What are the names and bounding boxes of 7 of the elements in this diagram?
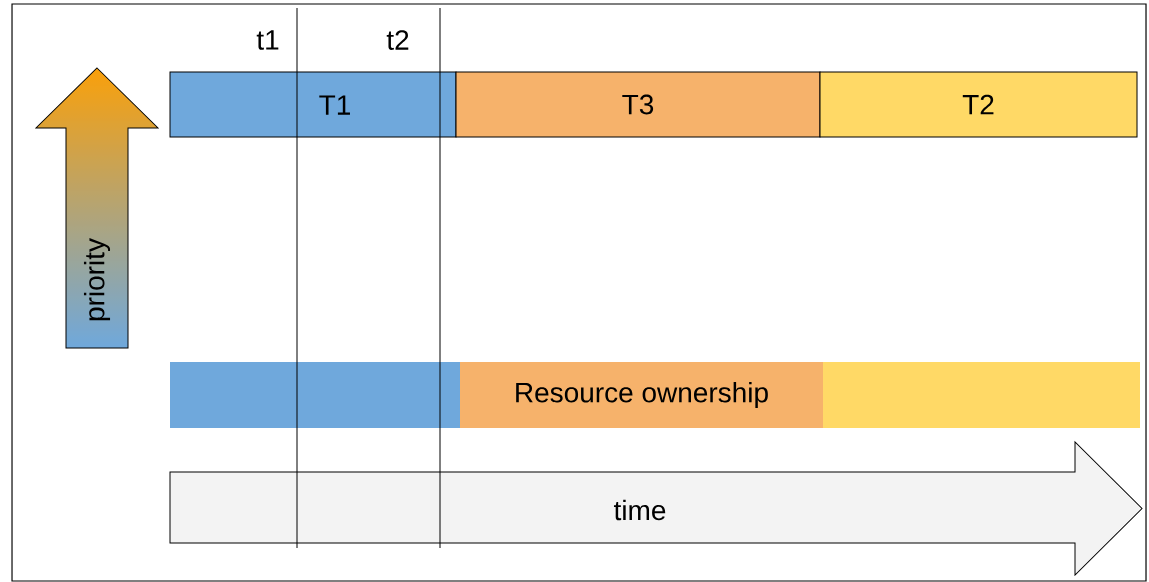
ownership-band: Resource ownership bbox=[460, 362, 823, 428]
task-bar: T3 bbox=[455, 71, 821, 138]
ownership-band bbox=[823, 362, 1140, 428]
ownership-band bbox=[170, 362, 460, 428]
task-bar: T2 bbox=[819, 71, 1138, 138]
time-label: t2 bbox=[386, 30, 409, 50]
task-bar: T1 bbox=[169, 71, 457, 138]
